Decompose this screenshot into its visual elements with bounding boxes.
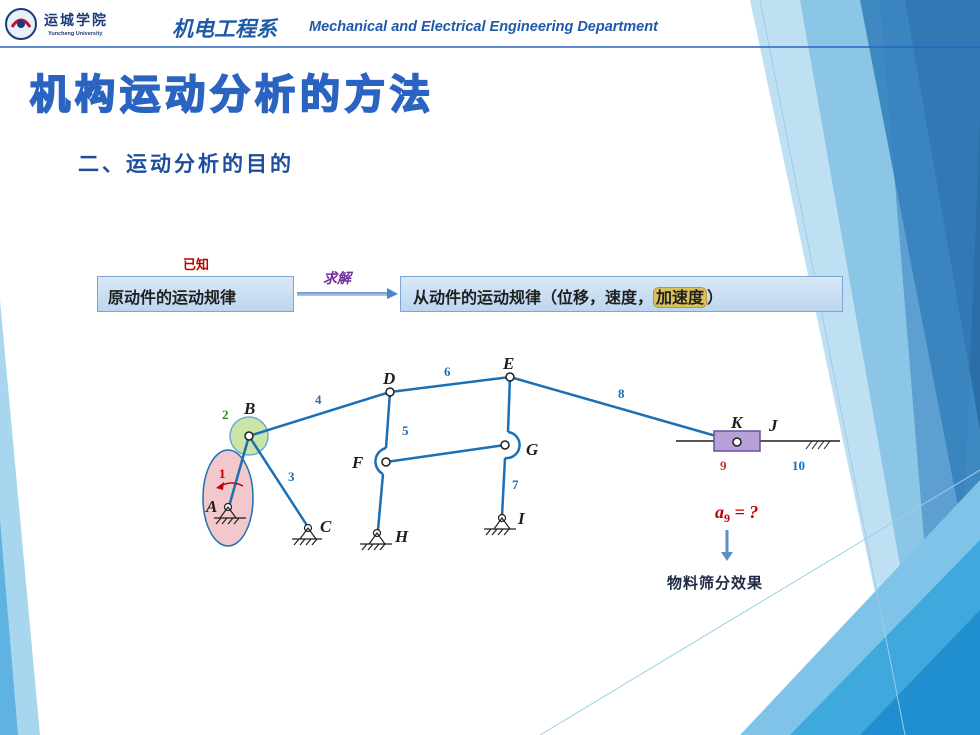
university-logo: 运城学院 Yuncheng University xyxy=(4,4,162,44)
joint-label-b: B xyxy=(243,399,255,418)
output-motion-prefix: 从动件的运动规律（位移，速度， xyxy=(413,288,654,307)
solve-label: 求解 xyxy=(323,271,351,287)
logo-subtext: Yuncheng University xyxy=(48,31,103,37)
acceleration-query: a9 = ? xyxy=(715,502,758,525)
logo-emblem-icon xyxy=(5,8,37,40)
known-label: 已知 xyxy=(183,258,210,273)
joint-label-k: K xyxy=(730,413,744,432)
joint-label-i: I xyxy=(517,509,526,528)
link-label-5: 5 xyxy=(402,423,409,438)
result-label: 物料筛分效果 xyxy=(667,574,764,592)
link-label-3: 3 xyxy=(288,469,295,484)
link-f-arc xyxy=(374,446,387,476)
ground-supports xyxy=(214,502,516,551)
department-name-en: Mechanical and Electrical Engineering De… xyxy=(309,19,658,35)
link-g-arc xyxy=(504,430,521,460)
link-bc xyxy=(247,435,310,528)
joint-label-h: H xyxy=(394,527,409,546)
crank-ellipse xyxy=(202,449,254,547)
link-bd xyxy=(248,390,391,438)
input-motion-box: 原动件的运动规律 xyxy=(97,276,294,312)
link-label-8: 8 xyxy=(618,386,625,401)
link-label-2: 2 xyxy=(222,407,229,422)
joint-label-j: J xyxy=(768,416,778,435)
input-motion-text: 原动件的运动规律 xyxy=(108,288,237,307)
joint-label-f: F xyxy=(351,453,364,472)
joint-label-c: C xyxy=(320,517,332,536)
link-label-9: 9 xyxy=(720,458,727,473)
joint-label-d: D xyxy=(382,369,395,388)
link-label-1: 1 xyxy=(219,466,226,481)
link-eg xyxy=(506,376,512,433)
down-arrow-icon xyxy=(721,530,733,561)
joint-label-a: A xyxy=(205,497,217,516)
link-ek xyxy=(509,375,738,444)
link-label-6: 6 xyxy=(444,364,451,379)
section-subtitle: 二、运动分析的目的 xyxy=(78,151,294,176)
link-label-4: 4 xyxy=(315,392,322,407)
department-name-cn: 机电工程系 xyxy=(172,17,277,41)
link-ab xyxy=(226,435,251,511)
logo-text: 运城学院 xyxy=(44,13,108,29)
link-de xyxy=(389,375,511,394)
mechanism-diagram: B D E F G A C H I K J 1 2 3 4 5 6 7 8 9 … xyxy=(202,354,840,561)
output-motion-suffix: ） xyxy=(707,288,724,307)
acceleration-highlight: 加速度 xyxy=(653,287,708,308)
link-fg xyxy=(385,443,506,464)
joint-label-g: G xyxy=(526,440,539,459)
link-gi xyxy=(500,457,507,517)
arrow-icon xyxy=(297,288,398,299)
link-label-7: 7 xyxy=(512,477,519,492)
joint-label-e: E xyxy=(502,354,514,373)
link-fh xyxy=(376,473,385,531)
link-label-10: 10 xyxy=(792,458,805,473)
link-df xyxy=(384,391,392,449)
output-motion-box: 从动件的运动规律（位移，速度，加速度） xyxy=(400,276,843,312)
page-title: 机构运动分析的方法 xyxy=(29,70,435,119)
